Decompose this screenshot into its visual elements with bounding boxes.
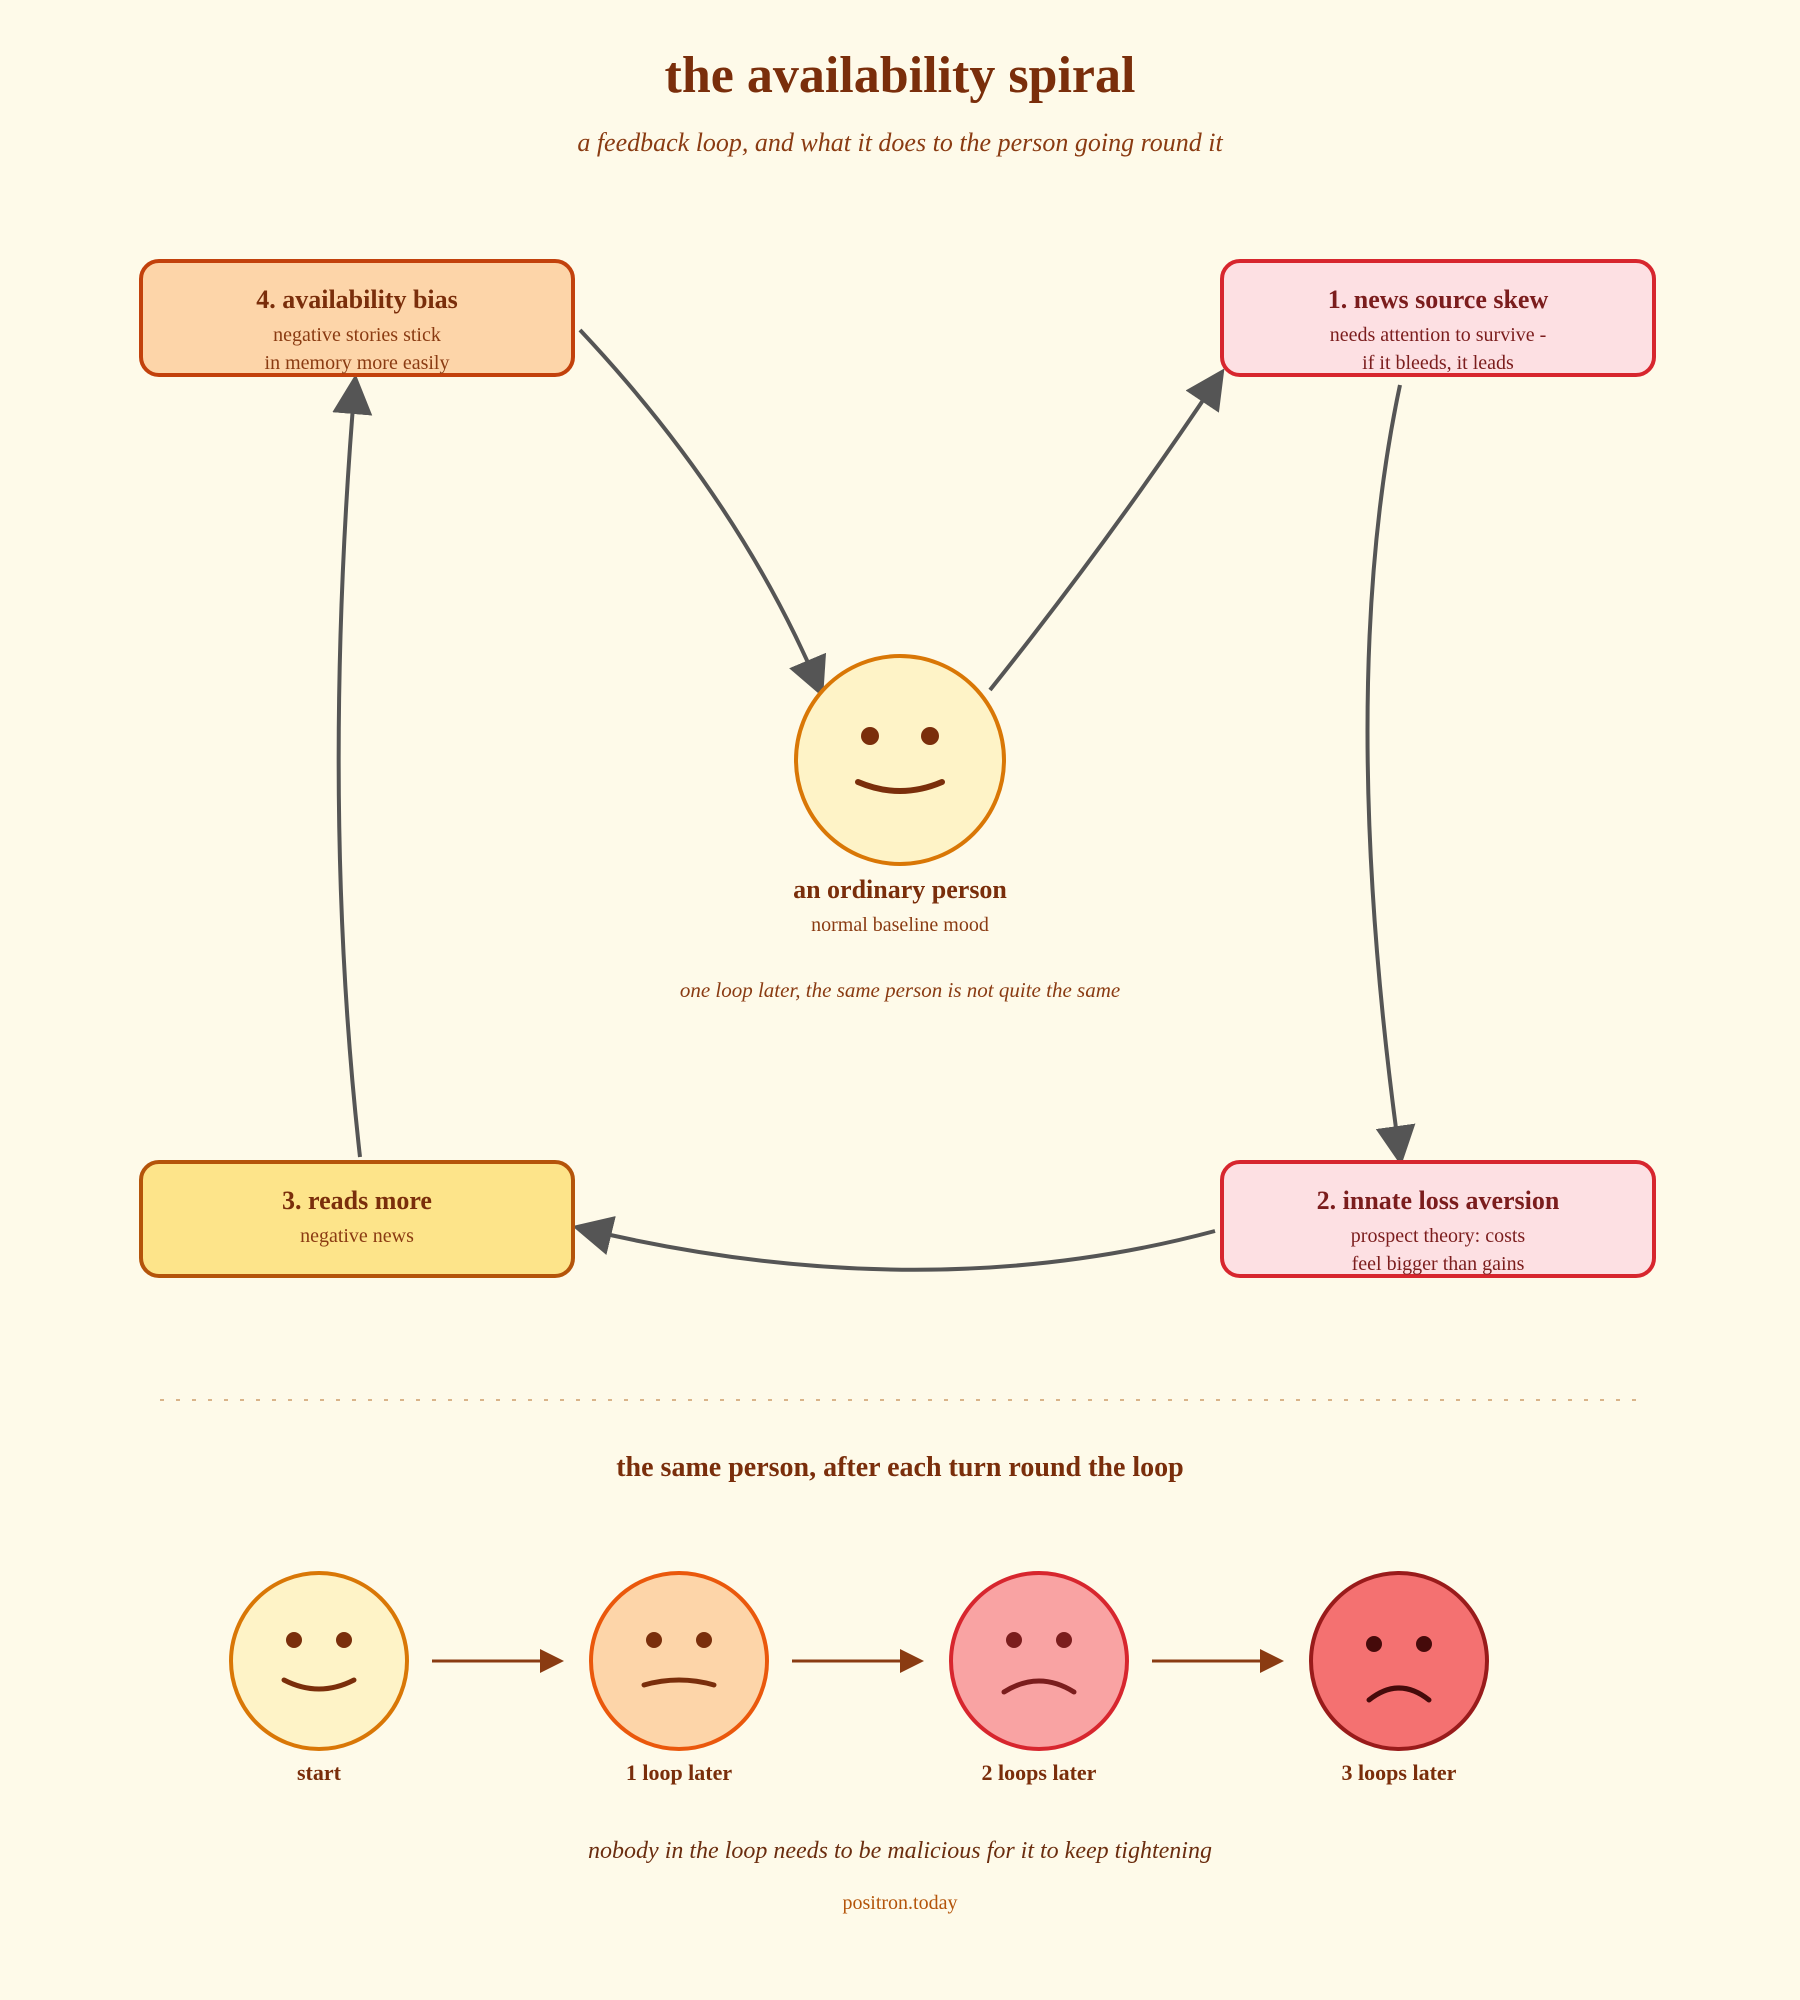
arrow-loss-to-reads xyxy=(572,1216,1216,1272)
footer-note: nobody in the loop needs to be malicious… xyxy=(588,1838,1212,1864)
stage-label-3-loops: 3 loops later xyxy=(1341,1760,1457,1785)
arrow-bias-to-person xyxy=(578,328,827,698)
box-line: negative stories stick xyxy=(273,324,441,346)
box-line: negative news xyxy=(300,1225,414,1247)
arrow-person-to-news xyxy=(988,368,1225,692)
box-title: 2. innate loss aversion xyxy=(1316,1186,1560,1215)
stage-label-1-loop: 1 loop later xyxy=(625,1760,733,1785)
loop-note: one loop later, the same person is not q… xyxy=(679,978,1121,1002)
box-title: 1. news source skew xyxy=(1327,285,1549,314)
stage-label-start: start xyxy=(297,1760,341,1785)
box-news-source-skew: 1. news source skew needs attention to s… xyxy=(1220,259,1656,377)
box-line: if it bleeds, it leads xyxy=(1362,352,1514,374)
box-loss-aversion: 2. innate loss aversion prospect theory:… xyxy=(1220,1160,1656,1278)
footer-credit: positron.today xyxy=(842,1892,958,1914)
arrow-reads-to-bias xyxy=(332,374,373,1158)
person-mood: normal baseline mood xyxy=(811,914,989,936)
box-reads-more: 3. reads more negative news xyxy=(139,1160,575,1278)
stage-label-2-loops: 2 loops later xyxy=(981,1760,1097,1785)
page-title: the availability spiral xyxy=(664,47,1136,104)
box-line: in memory more easily xyxy=(264,352,450,374)
person-face-icon xyxy=(794,654,1006,866)
face-2-loops-icon xyxy=(949,1571,1129,1751)
box-availability-bias: 4. availability bias negative stories st… xyxy=(139,259,575,377)
box-line: feel bigger than gains xyxy=(1351,1253,1525,1275)
face-1-loop-icon xyxy=(589,1571,769,1751)
page-subtitle: a feedback loop, and what it does to the… xyxy=(577,128,1223,157)
arrow-news-to-loss xyxy=(1365,384,1416,1166)
face-start-icon xyxy=(229,1571,409,1751)
progression-title: the same person, after each turn round t… xyxy=(616,1452,1184,1483)
box-title: 4. availability bias xyxy=(256,285,458,314)
person-name: an ordinary person xyxy=(793,875,1007,904)
box-line: needs attention to survive - xyxy=(1329,324,1547,346)
box-title: 3. reads more xyxy=(282,1186,432,1215)
face-3-loops-icon xyxy=(1309,1571,1489,1751)
box-line: prospect theory: costs xyxy=(1350,1225,1526,1247)
